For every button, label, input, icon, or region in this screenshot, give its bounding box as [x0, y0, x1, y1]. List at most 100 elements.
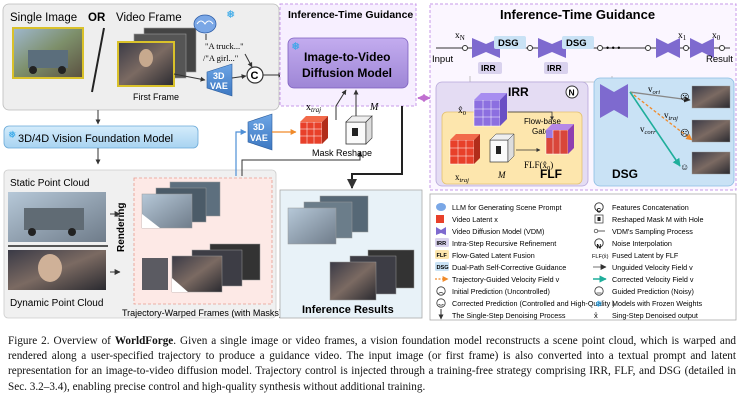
svg-text:N: N — [569, 88, 575, 98]
irr-step-1 — [478, 62, 502, 74]
svg-text:Input: Input — [432, 54, 453, 65]
legend-left-item: Dual-Path Self-Corrective Guidance — [452, 263, 566, 272]
dsg-thumb-1 — [691, 85, 731, 109]
or-label: OR — [88, 12, 106, 24]
result-frame-dynamic — [329, 261, 377, 301]
flf-function-label: FLF(x̂0) — [524, 160, 553, 172]
latent-x-traj-cube — [299, 116, 328, 145]
rendering-panel: Static Point Cloud Dynamic Point Cloud R… — [3, 169, 282, 319]
legend-left-item: Video Latent x — [452, 215, 498, 224]
legend-concat-symbol: C — [597, 208, 602, 215]
legend-right-item: Unguided Velocity Field v — [612, 263, 693, 272]
vdm-block-1 — [472, 38, 486, 58]
legend-noise-symbol: N — [597, 244, 602, 251]
legend-right-item: Models with Frozen Weights — [612, 299, 703, 308]
vdm-block-3 — [656, 38, 668, 58]
legend-right-item: Features Concatenation — [612, 203, 689, 212]
tag-dsg-icon — [435, 262, 449, 271]
caption-name: WorldForge — [114, 335, 174, 347]
static-point-cloud-label: Static Point Cloud — [10, 178, 90, 189]
svg-text:3D: 3D — [253, 122, 265, 132]
frozen-icon-llm: ❅ — [226, 9, 235, 21]
first-frame-label: First Frame — [133, 92, 179, 102]
legend-tag-text: DSG — [437, 265, 449, 271]
guidance-title: Inference-Time Guidance — [500, 7, 655, 22]
legend-right-item: Corrected Velocity Field v — [612, 275, 694, 284]
legend-left-item: Intra-Step Recursive Refinement — [452, 239, 556, 248]
tag-irr-icon — [435, 238, 449, 247]
legend-right-item: Guided Prediction (Noisy) — [612, 287, 694, 296]
fused-latent-cube — [545, 124, 574, 155]
i2v-diffusion-model — [287, 37, 409, 89]
video-frame-label: Video Frame — [116, 12, 182, 24]
svg-text:3D/4D Vision Foundation Model: 3D/4D Vision Foundation Model — [18, 133, 173, 145]
legend-right-item: Reshaped Mask M with Hole — [612, 215, 703, 224]
svg-text:xN: xN — [455, 31, 465, 42]
vae-encoder-1: 3D VAE — [206, 63, 233, 97]
tag-flf-icon — [435, 250, 449, 259]
vae-encoder-2: 3D VAE — [247, 113, 273, 151]
legend-left-item: Flow-Gated Latent Fusion — [452, 251, 535, 260]
svg-text:x1: x1 — [678, 31, 687, 42]
svg-text:VAE: VAE — [210, 81, 228, 91]
legend-left-item: Initial Prediction (Uncontrolled) — [452, 287, 550, 296]
legend-right-item: Fused Latent by FLF — [612, 251, 679, 260]
svg-text:Flow-base: Flow-base — [524, 117, 561, 126]
inference-results-panel: Inference Results — [279, 189, 423, 319]
legend-left-item: Video Diffusion Model (VDM) — [452, 227, 544, 236]
mask-reshape-label: Mask Reshape — [312, 148, 372, 158]
svg-text:IRR: IRR — [508, 85, 529, 99]
mask-m-label: M — [369, 102, 379, 113]
latent-x-traj-cube-right — [449, 134, 480, 165]
chain-icon — [593, 228, 605, 234]
svg-text:DSG: DSG — [612, 167, 638, 181]
legend-right-item: VDM's Sampling Process — [612, 227, 693, 236]
svg-text:3D: 3D — [213, 71, 225, 81]
i2v-guidance-panel: Inference-Time Guidance ❅ Image-to-Video… — [279, 3, 417, 107]
svg-text:Result: Result — [706, 54, 733, 65]
svg-text:IRR: IRR — [547, 63, 562, 73]
svg-text:Gate: Gate — [532, 127, 550, 136]
concat-icon: C — [246, 66, 264, 84]
rendering-label: Rendering — [116, 203, 127, 252]
svg-text:x0: x0 — [712, 31, 721, 42]
brain-icon — [436, 203, 446, 211]
cube-red-icon — [436, 215, 444, 223]
svg-text:M: M — [497, 170, 506, 180]
single-image-label: Single Image — [10, 12, 77, 24]
face-icon-2: ☹ — [680, 128, 689, 138]
mask-cube-right — [489, 133, 515, 163]
legend-right-item: Noise Interpolation — [612, 239, 672, 248]
frozen-icon-vdm: ❅ — [291, 41, 300, 53]
legend-left-item: LLM for Generating Scene Prompt — [452, 203, 561, 212]
result-frame-static — [287, 207, 337, 245]
figure-caption: Figure 2. Overview of WorldForge. Given … — [8, 335, 737, 393]
noise-icon — [594, 238, 604, 248]
dsg-step-1 — [494, 36, 526, 49]
llm-brain-icon — [193, 14, 217, 34]
warped-frames-label: Trajectory-Warped Frames (with Masks) — [122, 308, 282, 318]
svg-text:DSG: DSG — [498, 38, 519, 49]
vdm-icon — [436, 227, 446, 235]
svg-text:IRR: IRR — [481, 63, 496, 73]
latent-x0n-cube — [473, 93, 507, 127]
prompt-text-1: "A truck..." — [205, 41, 244, 51]
v-traj-vector — [629, 91, 693, 141]
face-icon-3: ☺ — [680, 162, 689, 172]
dynamic-point-cloud-label: Dynamic Point Cloud — [10, 298, 103, 309]
face-sad-icon — [436, 286, 446, 296]
irr-step-2 — [544, 62, 568, 74]
prompt-text-2: /"A girl..." — [203, 53, 238, 63]
svg-text:xtraj: xtraj — [455, 172, 469, 184]
legend-left-item: The Single-Step Denoising Process — [452, 311, 566, 320]
inference-results-label: Inference Results — [302, 304, 394, 316]
vdm-block-2 — [538, 38, 552, 58]
dsg-thumb-2 — [691, 119, 731, 143]
legend-tag-text: FLF — [437, 253, 448, 259]
svg-text:vtraj: vtraj — [664, 110, 678, 122]
input-panel: Single Image OR Video Frame First Frame … — [2, 3, 280, 111]
svg-text:DSG: DSG — [566, 38, 587, 49]
v-ori-vector — [629, 91, 691, 103]
svg-text:• • •: • • • — [606, 43, 620, 53]
mask-icon — [594, 214, 604, 224]
